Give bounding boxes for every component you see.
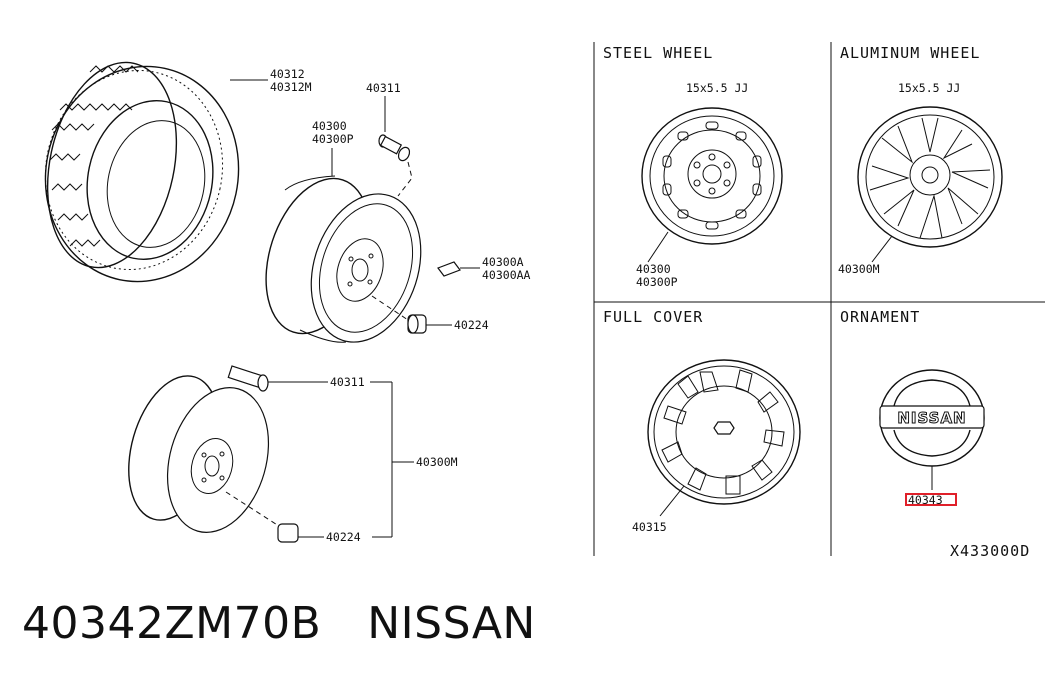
label-wheel-2: 40300P <box>312 132 354 146</box>
nissan-badge-bar <box>879 405 985 429</box>
full-cover-title: FULL COVER <box>603 308 703 326</box>
label-valve-spare: 40311 <box>330 375 365 389</box>
label-spare-wheel: 40300M <box>416 455 458 469</box>
label-tire-1: 40312 <box>270 67 305 81</box>
label-aluminum: 40300M <box>838 262 880 276</box>
label-tire-2: 40312M <box>270 80 312 94</box>
steel-wheel-illustration <box>641 107 783 263</box>
label-ornament-highlighted: 40343 <box>908 493 943 507</box>
diagram-code: X433000D <box>950 542 1030 560</box>
tire-illustration <box>44 61 268 283</box>
aluminum-wheel-illustration <box>857 106 1003 263</box>
valve-top-illustration <box>378 96 413 197</box>
spare-wheel-illustration <box>128 365 414 543</box>
label-nut-spare: 40224 <box>326 530 361 544</box>
label-weight-2: 40300AA <box>482 268 531 282</box>
section-frame <box>593 42 1045 556</box>
ornament-title: ORNAMENT <box>840 308 920 326</box>
highlight-box <box>905 493 957 506</box>
label-full-cover: 40315 <box>632 520 667 534</box>
nut-top-illustration <box>371 295 452 334</box>
label-valve-top: 40311 <box>366 81 401 95</box>
aluminum-wheel-title: ALUMINUM WHEEL <box>840 44 980 62</box>
label-wheel-1: 40300 <box>312 119 347 133</box>
parts-diagram: 40312 40312M 40311 40300 40300P 40300A 4… <box>44 42 1045 560</box>
label-steel-1: 40300 <box>636 262 671 276</box>
ornament-badge-text: NISSAN <box>897 409 966 427</box>
caption-part-number: 40342ZM70B <box>22 598 322 649</box>
caption-brand: NISSAN <box>367 598 536 649</box>
steel-wheel-exploded <box>265 148 422 343</box>
label-nut-top: 40224 <box>454 318 489 332</box>
aluminum-wheel-size: 15x5.5 JJ <box>898 81 960 95</box>
label-weight-1: 40300A <box>482 255 524 269</box>
steel-wheel-title: STEEL WHEEL <box>603 44 713 62</box>
full-cover-illustration <box>647 359 801 517</box>
label-steel-2: 40300P <box>636 275 678 289</box>
part-caption: 40342ZM70B NISSAN <box>22 598 536 649</box>
balance-weight-illustration <box>437 261 480 277</box>
steel-wheel-size: 15x5.5 JJ <box>686 81 748 95</box>
ornament-illustration: NISSAN <box>879 369 985 490</box>
